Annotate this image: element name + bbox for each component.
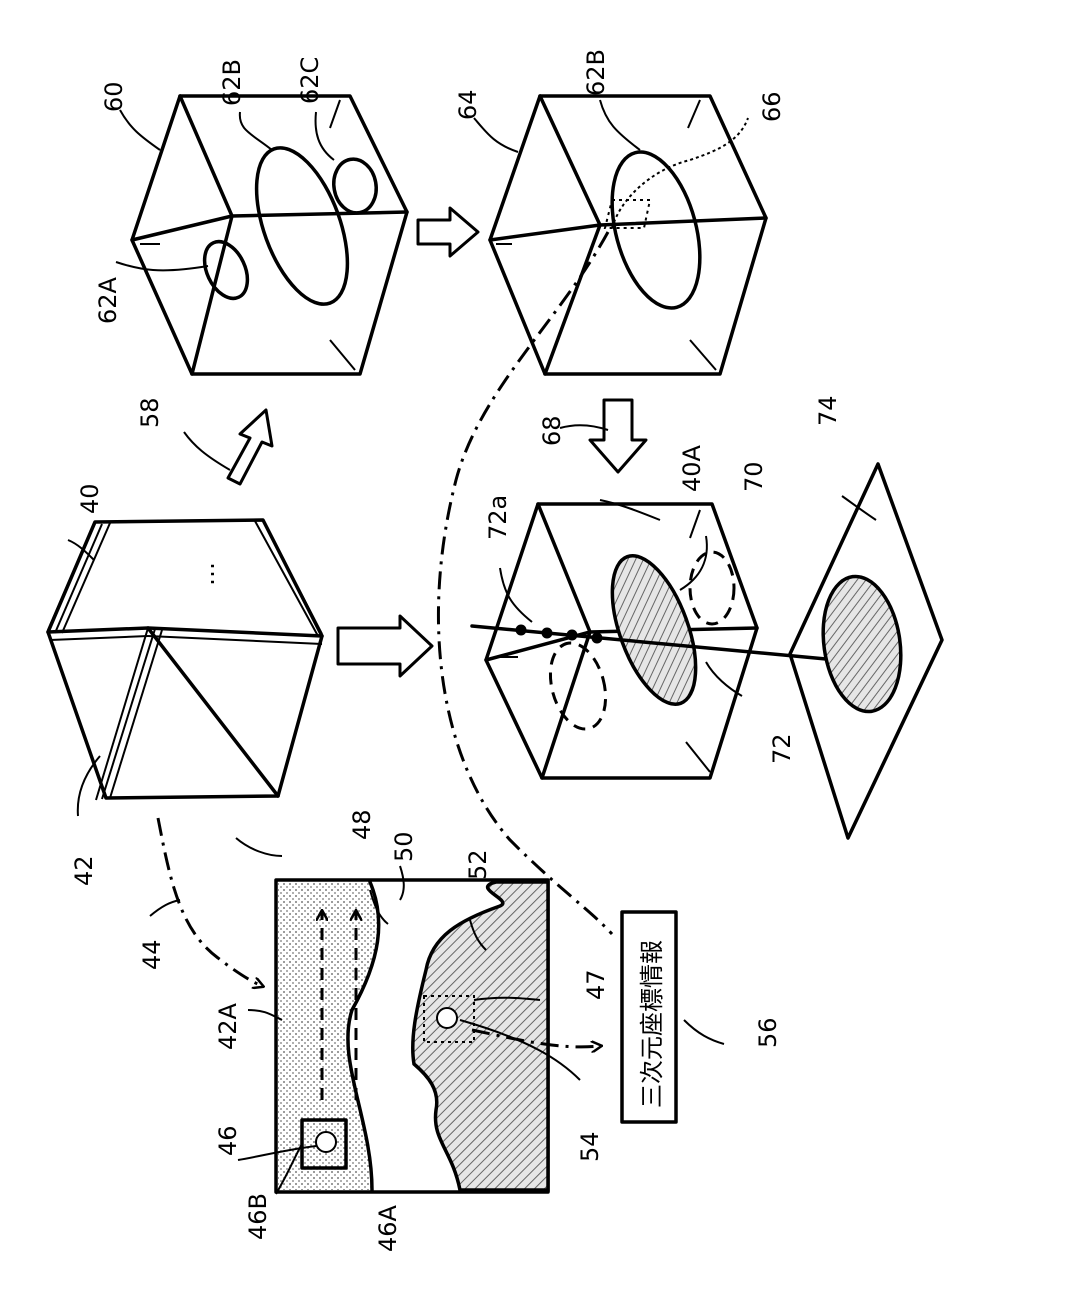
label-72a: 72a	[484, 495, 512, 540]
label-64: 64	[454, 89, 482, 120]
arrow-down-40	[338, 616, 432, 676]
cube-64	[490, 96, 766, 374]
label-72: 72	[768, 733, 796, 764]
label-60: 60	[100, 81, 128, 112]
plane-74	[790, 464, 942, 838]
slice-stack-40: …	[48, 520, 322, 800]
cube-60	[132, 96, 407, 374]
arrow-down-60	[418, 208, 478, 256]
label-66: 66	[758, 91, 786, 122]
label-42A: 42A	[214, 1002, 242, 1050]
label-42: 42	[70, 855, 98, 886]
arrow-up-58	[228, 410, 272, 484]
label-40: 40	[76, 483, 104, 514]
label-56: 56	[754, 1017, 782, 1048]
label-62B-second: 62B	[582, 49, 610, 96]
label-62A: 62A	[94, 276, 122, 324]
label-62C: 62C	[296, 57, 324, 104]
label-46: 46	[214, 1125, 242, 1156]
label-74: 74	[814, 395, 842, 426]
label-46B: 46B	[244, 1193, 272, 1240]
label-44: 44	[138, 939, 166, 970]
cube-40a	[472, 504, 858, 778]
label-68: 68	[538, 415, 566, 446]
label-48: 48	[348, 809, 376, 840]
block-arrows	[228, 208, 646, 676]
ellipsis-mark: …	[192, 562, 220, 586]
label-58: 58	[136, 397, 164, 428]
label-40A: 40A	[678, 444, 706, 492]
label-46A: 46A	[374, 1204, 402, 1252]
label-50: 50	[390, 831, 418, 862]
info-box-text: 三次元座標情報	[638, 940, 666, 1108]
label-62B: 62B	[218, 59, 246, 106]
label-52: 52	[464, 849, 492, 880]
info-box-56: 三次元座標情報	[622, 912, 676, 1122]
arrow-down-64	[590, 400, 646, 472]
label-47: 47	[582, 969, 610, 1000]
label-70: 70	[740, 461, 768, 492]
label-54: 54	[576, 1131, 604, 1162]
